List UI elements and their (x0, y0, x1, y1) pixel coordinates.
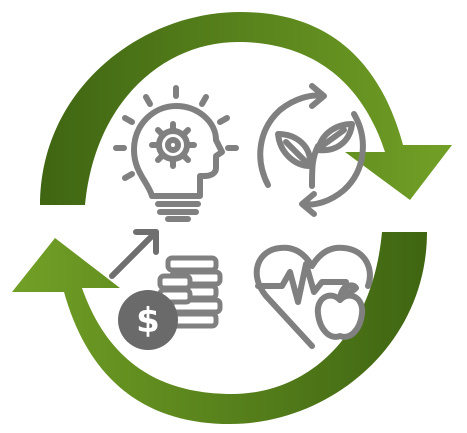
top-right-cycle-arrow (40, 12, 452, 205)
svg-text:$: $ (136, 301, 160, 341)
coins-dollar-growth-arrow-icon: $ (109, 229, 223, 350)
recycle-plant-leaves-icon (257, 83, 366, 217)
heart-pulse-apple-icon (253, 244, 373, 349)
bottom-left-cycle-arrow (12, 232, 427, 424)
lightbulb-brain-gear-icon (113, 85, 239, 222)
